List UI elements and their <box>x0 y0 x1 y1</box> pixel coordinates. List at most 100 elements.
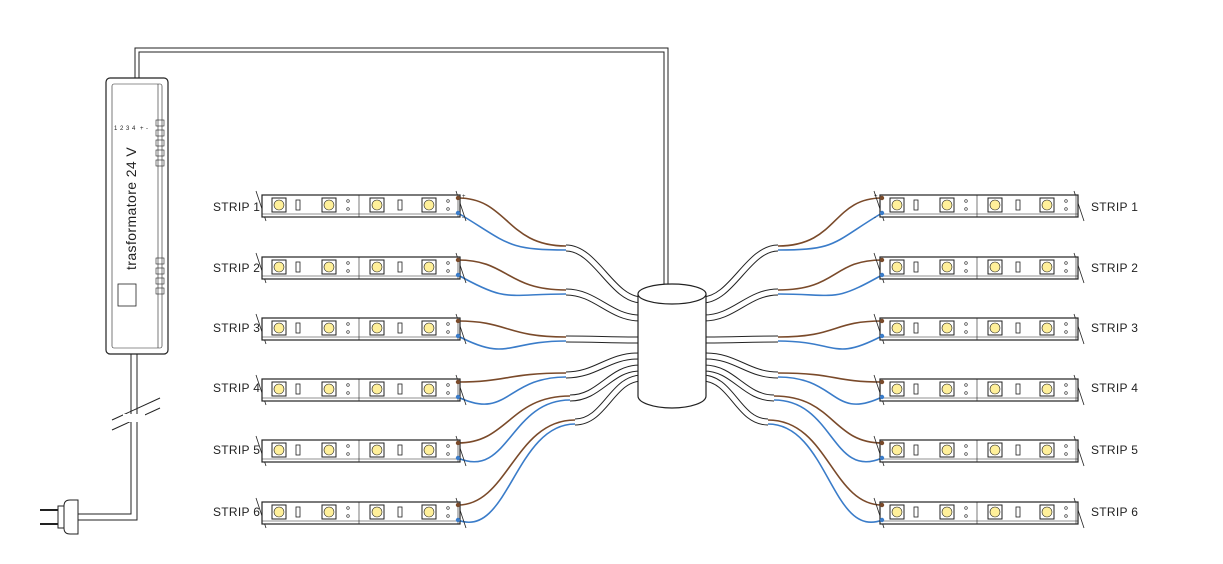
resistor-icon <box>397 322 403 334</box>
transformer: 1 2 3 4 + - trasformatore 24 V <box>105 77 169 355</box>
resistor-icon <box>913 506 919 518</box>
left-strip-1 <box>255 190 467 222</box>
left-strip-4 <box>255 374 467 406</box>
solder-pad-icon <box>346 261 350 273</box>
solder-pad-icon <box>446 444 450 456</box>
left-strip-2-label: STRIP 2 <box>213 261 260 275</box>
solder-pad-icon <box>964 383 968 395</box>
terminal-block <box>155 119 165 295</box>
right-minus-mark: - <box>874 215 876 221</box>
resistor-icon <box>397 199 403 211</box>
left-strip-5 <box>255 435 467 467</box>
led-icon <box>1039 381 1055 397</box>
resistor-icon <box>397 506 403 518</box>
led-icon <box>421 259 437 275</box>
led-icon <box>421 504 437 520</box>
resistor-icon <box>913 322 919 334</box>
solder-pad-icon <box>964 261 968 273</box>
led-icon <box>939 442 955 458</box>
led-icon <box>939 381 955 397</box>
led-strips <box>255 190 1085 529</box>
led-icon <box>321 504 337 520</box>
solder-pad-icon <box>446 506 450 518</box>
left-positive-wire-1 <box>457 197 567 247</box>
right-strip-4-label: STRIP 4 <box>1091 381 1138 395</box>
terminal-markings: 1 2 3 4 + - <box>114 126 148 132</box>
left-negative-wire-2 <box>457 274 567 297</box>
led-icon <box>321 320 337 336</box>
solder-pad-icon <box>446 383 450 395</box>
led-icon <box>321 442 337 458</box>
led-icon <box>987 504 1003 520</box>
led-icon <box>939 197 955 213</box>
resistor-icon <box>1015 383 1021 395</box>
led-icon <box>889 259 905 275</box>
led-icon <box>321 259 337 275</box>
right-negative-wire-3 <box>777 335 883 350</box>
solder-pad-icon <box>346 322 350 334</box>
left-positive-wire-6 <box>457 419 576 506</box>
mains-cable <box>78 354 161 521</box>
fuse-icon <box>117 283 137 307</box>
right-strip-1 <box>873 190 1085 222</box>
left-positive-wire-4 <box>457 372 567 383</box>
left-strip-4-label: STRIP 4 <box>213 381 260 395</box>
right-positive-wire-5 <box>773 395 883 444</box>
resistor-icon <box>913 444 919 456</box>
led-icon <box>1039 504 1055 520</box>
resistor-icon <box>1015 506 1021 518</box>
led-icon <box>987 442 1003 458</box>
right-strip-5 <box>873 435 1085 467</box>
plug-icon <box>40 499 79 535</box>
led-icon <box>987 381 1003 397</box>
led-icon <box>939 504 955 520</box>
led-icon <box>271 504 287 520</box>
left-positive-wire-5 <box>457 395 571 444</box>
right-negative-wire-4 <box>777 376 883 405</box>
junction-box <box>637 283 707 409</box>
led-icon <box>421 320 437 336</box>
resistor-icon <box>295 444 301 456</box>
resistor-icon <box>295 199 301 211</box>
led-icon <box>421 197 437 213</box>
marking-4: 4 <box>132 126 136 132</box>
left-strip-6-label: STRIP 6 <box>213 505 260 519</box>
left-negative-wire-3 <box>457 335 567 350</box>
right-labels: STRIP 1 STRIP 2 STRIP 3 STRIP 4 STRIP 5 … <box>1091 200 1138 519</box>
led-icon <box>421 442 437 458</box>
solder-pad-icon <box>1064 199 1068 211</box>
marking-1: 1 <box>114 126 118 132</box>
resistor-icon <box>397 444 403 456</box>
left-plus-mark: + <box>462 194 466 200</box>
right-strip-6 <box>873 497 1085 529</box>
led-icon <box>1039 442 1055 458</box>
solder-pad-icon <box>964 322 968 334</box>
left-positive-wire-2 <box>457 259 567 291</box>
right-positive-wire-1 <box>777 197 883 247</box>
led-icon <box>271 259 287 275</box>
solder-pad-icon <box>964 506 968 518</box>
right-plus-mark: + <box>874 194 878 200</box>
led-icon <box>321 381 337 397</box>
resistor-icon <box>397 261 403 273</box>
transformer-label: trasformatore 24 V <box>123 147 139 270</box>
right-positive-wire-6 <box>767 419 883 506</box>
solder-pad-icon <box>1064 261 1068 273</box>
led-icon <box>987 197 1003 213</box>
resistor-icon <box>913 383 919 395</box>
led-icon <box>889 320 905 336</box>
resistor-icon <box>913 261 919 273</box>
power-cable <box>134 47 669 292</box>
solder-pad-icon <box>446 261 450 273</box>
right-strip-6-label: STRIP 6 <box>1091 505 1138 519</box>
right-negative-wire-1 <box>777 212 883 251</box>
solder-pad-icon <box>446 199 450 211</box>
solder-pad-icon <box>1064 444 1068 456</box>
solder-pad-icon <box>1064 506 1068 518</box>
solder-pad-icon <box>446 322 450 334</box>
right-strip-4 <box>873 374 1085 406</box>
led-icon <box>889 442 905 458</box>
led-icon <box>321 197 337 213</box>
solder-pad-icon <box>1064 322 1068 334</box>
